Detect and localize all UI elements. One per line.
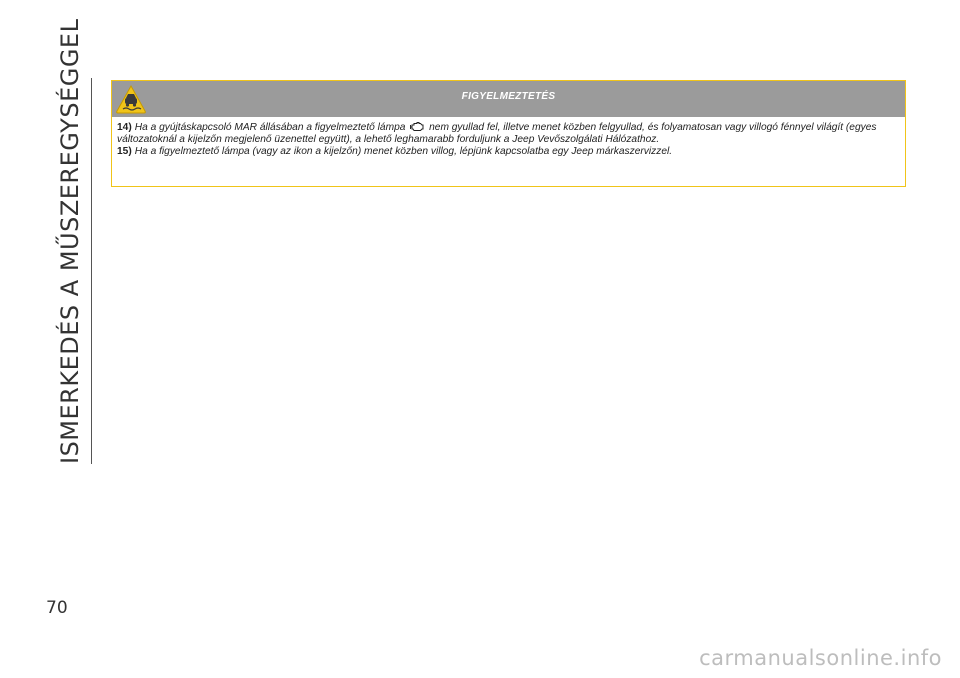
note-number: 15) (117, 146, 132, 157)
warning-triangle-icon (116, 84, 146, 114)
warning-title: FIGYELMEZTETÉS (461, 91, 556, 102)
note-text: Ha a gyújtáskapcsoló MAR állásában a fig… (134, 122, 406, 133)
note-text: Ha a figyelmeztető lámpa (vagy az ikon a… (134, 146, 673, 157)
warning-note-15: 15)Ha a figyelmeztető lámpa (vagy az iko… (117, 146, 897, 158)
warning-header: FIGYELMEZTETÉS (112, 81, 905, 117)
note-number: 14) (117, 122, 132, 133)
page-number: 70 (46, 598, 68, 618)
engine-check-icon (410, 122, 424, 131)
warning-body: 14)Ha a gyújtáskapcsoló MAR állásában a … (112, 117, 905, 158)
warning-box: FIGYELMEZTETÉS 14)Ha a gyújtáskapcsoló M… (111, 80, 906, 187)
warning-note-14: 14)Ha a gyújtáskapcsoló MAR állásában a … (117, 121, 897, 146)
side-title-container: ISMERKEDÉS A MŰSZEREGYSÉGGEL (52, 19, 92, 464)
watermark: carmanualsonline.info (699, 646, 942, 670)
note-text-continued: nem gyullad fel, illetve menet közben fe… (117, 122, 877, 145)
chapter-title: ISMERKEDÉS A MŰSZEREGYSÉGGEL (52, 19, 92, 464)
